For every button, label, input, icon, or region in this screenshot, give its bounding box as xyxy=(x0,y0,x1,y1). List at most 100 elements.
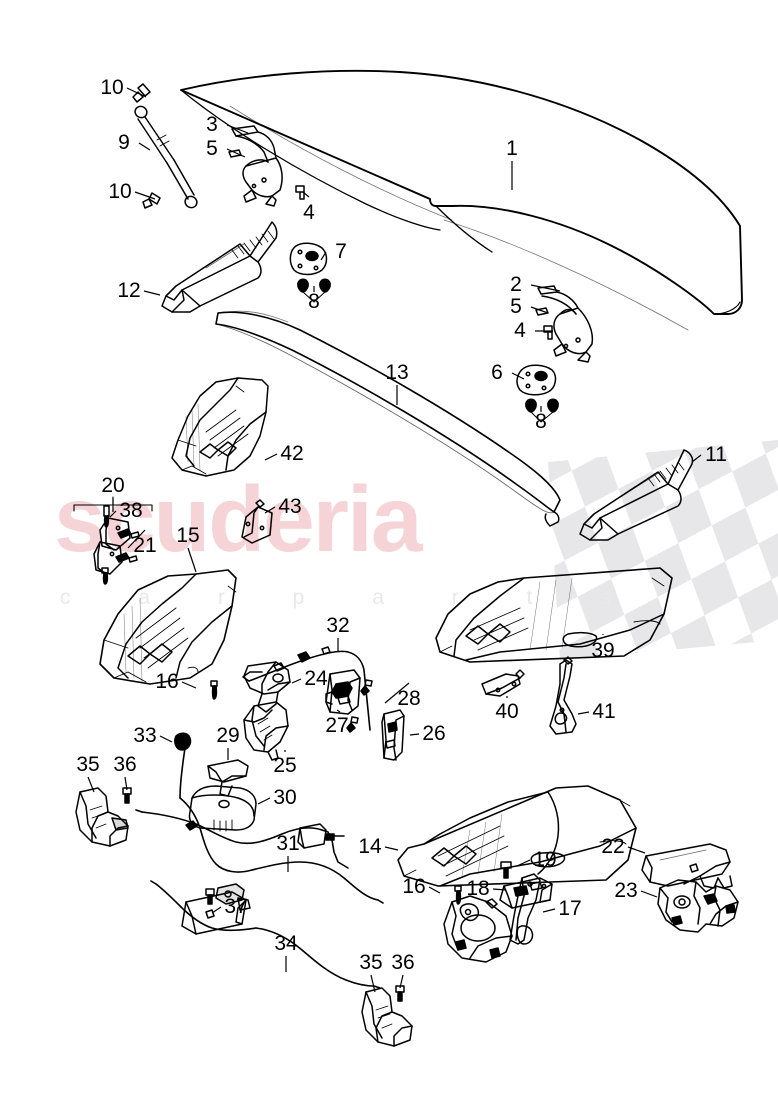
part-trim-strip-left xyxy=(161,221,278,313)
leader-line xyxy=(126,87,147,98)
part-nuts-left xyxy=(297,278,331,303)
part-hinge-right xyxy=(535,285,594,363)
part-lock-motor-left xyxy=(75,787,129,847)
part-mounting-plate-left xyxy=(289,242,328,276)
callout-42: 42 xyxy=(264,442,304,465)
callout-number: 26 xyxy=(422,722,445,745)
callout-29: 29 xyxy=(216,724,240,760)
callout-8: 8 xyxy=(308,286,320,313)
callout-number: 42 xyxy=(280,442,303,465)
callout-31: 31 xyxy=(276,832,300,872)
callout-15: 15 xyxy=(176,524,200,573)
part-angle-bracket xyxy=(481,669,525,697)
callout-33: 33 xyxy=(133,724,173,747)
callout-number: 8 xyxy=(535,410,547,433)
callout-9: 9 xyxy=(118,131,151,154)
callout-number: 35 xyxy=(359,951,382,974)
leader-line xyxy=(530,284,561,292)
callout-36: 36 xyxy=(113,753,137,791)
part-striker-bracket xyxy=(499,877,553,909)
leader-line xyxy=(264,453,278,461)
part-trim-panel-upper xyxy=(171,377,269,477)
leader-line xyxy=(127,529,146,549)
callout-12: 12 xyxy=(117,279,161,302)
callout-26: 26 xyxy=(409,722,446,745)
part-lock-motor-screw-left xyxy=(122,787,132,804)
callout-number: 40 xyxy=(495,700,518,723)
part-support-bracket xyxy=(549,656,577,735)
callout-22: 22 xyxy=(601,835,646,858)
callout-number: 16 xyxy=(402,875,425,898)
callout-4: 4 xyxy=(514,319,553,342)
part-hinge-bolt-left xyxy=(295,185,305,200)
part-pump-screw xyxy=(205,888,215,905)
callout-number: 17 xyxy=(558,897,581,920)
callout-number: 24 xyxy=(304,667,328,690)
callout-19: 19 xyxy=(516,848,557,871)
leader-line xyxy=(138,142,151,151)
part-lock-cylinder-housing xyxy=(657,879,739,933)
callout-number: 19 xyxy=(533,848,556,871)
part-cable-main xyxy=(135,747,384,904)
leader-line xyxy=(320,251,327,261)
callout-number: 9 xyxy=(118,131,130,154)
callout-number: 18 xyxy=(466,877,489,900)
leader-line xyxy=(409,733,420,736)
callout-number: 37 xyxy=(224,895,247,918)
leader-line xyxy=(187,547,197,573)
callout-5: 5 xyxy=(510,295,549,318)
part-lock-motor-screw-bottom xyxy=(395,985,405,1002)
part-hinge-bolt-right xyxy=(543,325,553,340)
callout-17: 17 xyxy=(542,897,582,920)
leader-line xyxy=(640,890,658,898)
callout-number: 13 xyxy=(385,361,408,384)
callout-8: 8 xyxy=(535,406,547,433)
callout-35: 35 xyxy=(359,951,383,993)
callout-number: 36 xyxy=(113,753,136,776)
callout-number: 4 xyxy=(303,201,315,224)
leader-line xyxy=(516,859,531,867)
part-lock-motor-bottom xyxy=(361,987,413,1047)
leader-line xyxy=(302,191,310,198)
leader-line xyxy=(181,681,197,689)
leader-line xyxy=(159,735,173,743)
part-actuator-screws xyxy=(346,679,373,733)
part-mounting-plate-right xyxy=(516,364,557,396)
callout-number: 32 xyxy=(326,614,349,637)
part-trim-strip-right xyxy=(579,449,694,541)
callout-number: 35 xyxy=(76,753,99,776)
callout-24: 24 xyxy=(291,667,328,690)
callout-14: 14 xyxy=(358,835,399,858)
callout-32: 32 xyxy=(326,614,350,652)
callout-4: 4 xyxy=(302,191,315,224)
callout-2: 2 xyxy=(510,273,561,296)
callout-number: 10 xyxy=(100,76,123,99)
callout-number: 2 xyxy=(510,273,522,296)
part-cable-long xyxy=(150,880,381,989)
leader-line xyxy=(384,846,399,851)
callout-1: 1 xyxy=(506,137,518,190)
callout-5: 5 xyxy=(206,137,246,160)
callout-6: 6 xyxy=(491,361,525,384)
callout-39: 39 xyxy=(591,634,615,662)
leader-line xyxy=(542,908,556,913)
part-trim-panel-left xyxy=(99,569,237,685)
callout-41: 41 xyxy=(577,700,616,723)
part-trim-panel-right xyxy=(435,567,673,663)
callout-18: 18 xyxy=(466,877,507,900)
leader-line xyxy=(226,148,246,158)
callout-number: 12 xyxy=(117,279,140,302)
leader-line xyxy=(384,682,410,704)
leader-line xyxy=(143,290,161,296)
leader-line xyxy=(511,372,525,380)
callout-number: 28 xyxy=(397,687,420,710)
callout-10: 10 xyxy=(100,76,147,99)
callout-25: 25 xyxy=(273,750,297,777)
callout-37: 37 xyxy=(211,895,248,918)
callout-11: 11 xyxy=(691,443,727,466)
callout-number: 7 xyxy=(335,240,347,263)
part-corner-bracket xyxy=(241,499,273,544)
